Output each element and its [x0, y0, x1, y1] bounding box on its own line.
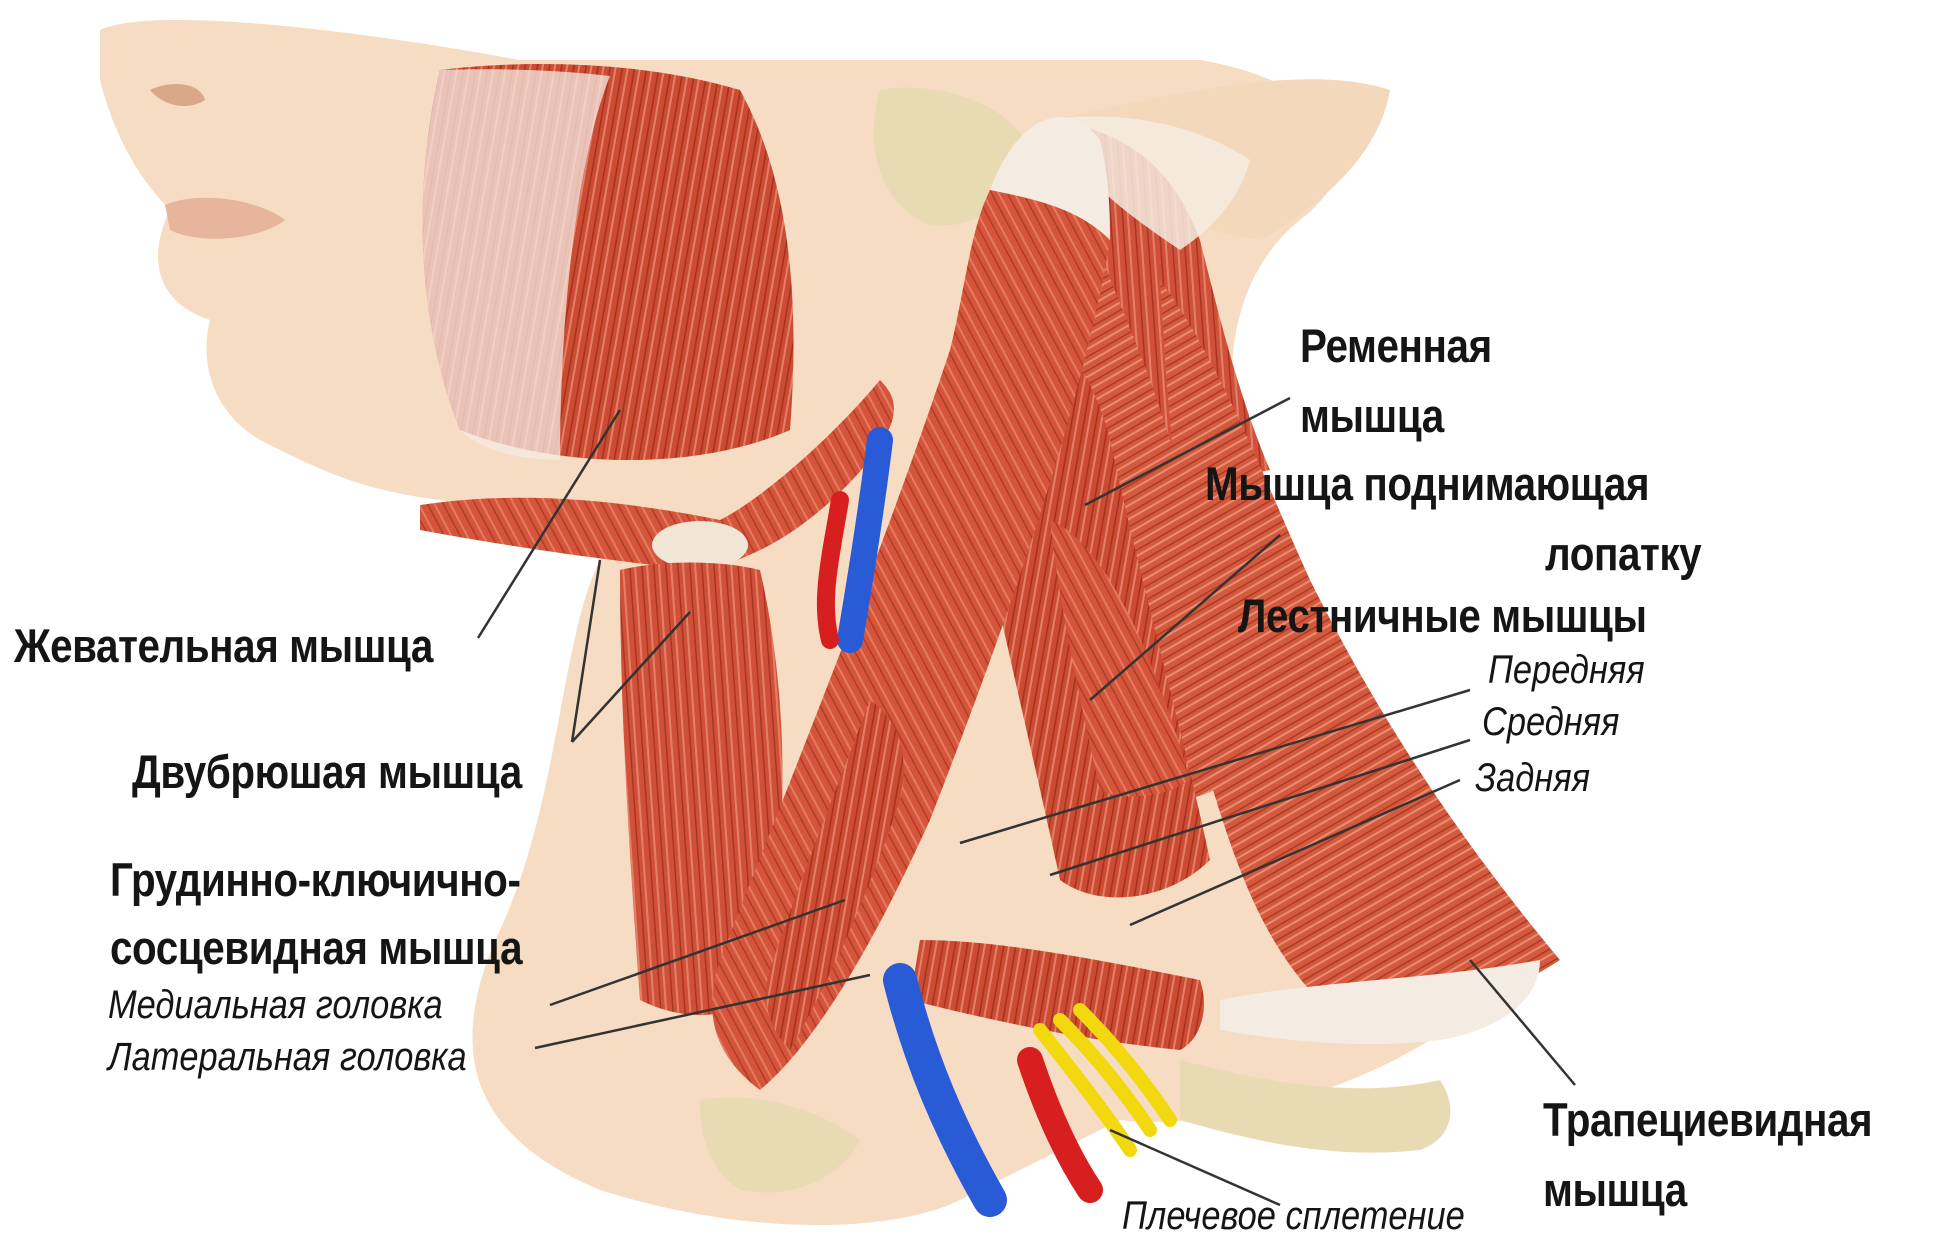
label-splenius-line2: мышца — [1300, 392, 1444, 439]
label-scm-line2: сосцевидная мышца — [110, 924, 522, 971]
label-scalene: Лестничные мышцы — [1238, 592, 1647, 639]
label-scm-line1: Грудинно-ключично- — [110, 856, 520, 903]
label-trapezius-line2: мышца — [1543, 1166, 1687, 1213]
label-trapezius-line1: Трапециевидная — [1543, 1096, 1872, 1143]
label-scalene-middle: Средняя — [1482, 702, 1619, 742]
label-levator-line2: лопатку — [1545, 530, 1701, 577]
label-masseter: Жевательная мышца — [14, 622, 433, 669]
label-digastric: Двубрюшая мышца — [132, 748, 522, 795]
label-scalene-anterior: Передняя — [1488, 650, 1645, 690]
label-scalene-posterior: Задняя — [1475, 758, 1590, 798]
label-levator-line1: Мышца поднимающая — [1205, 460, 1649, 507]
label-brachial-plexus: Плечевое сплетение — [1122, 1196, 1465, 1236]
label-scm-medial: Медиальная головка — [108, 985, 443, 1025]
label-splenius-line1: Ременная — [1300, 322, 1492, 369]
label-scm-lateral: Латеральная головка — [108, 1037, 467, 1077]
hyoid-tendon — [652, 521, 748, 569]
